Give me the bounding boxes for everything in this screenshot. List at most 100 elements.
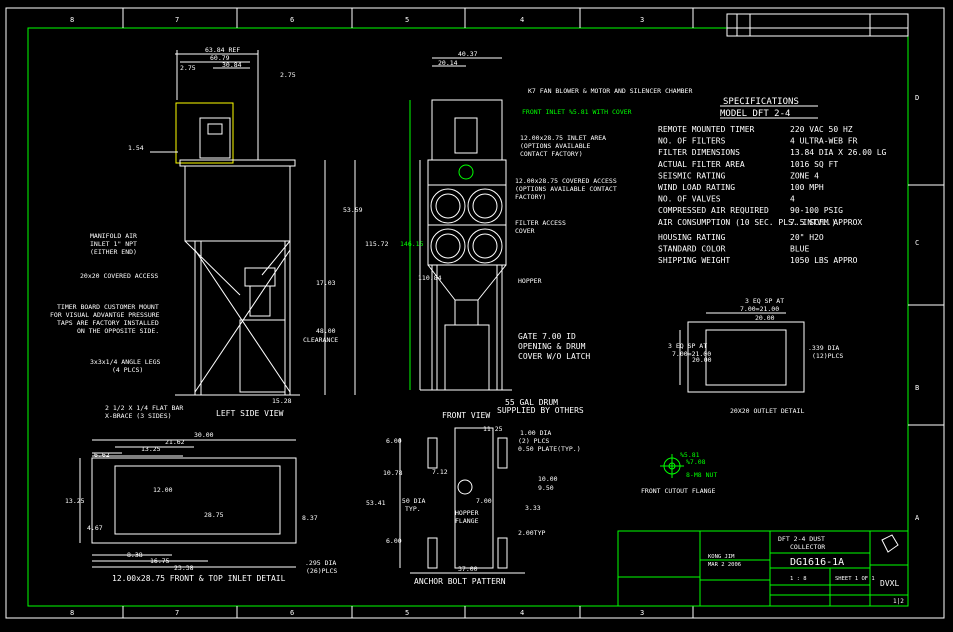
dim-label: 7.00=21.00 — [740, 305, 779, 313]
front-view-notes: K7 FAN BLOWER & MOTOR AND SILENCER CHAMB… — [515, 87, 692, 285]
zone-label: 8 — [70, 609, 74, 617]
zone-ticks — [122, 8, 944, 618]
dim-label: 3 EQ SP AT — [668, 342, 707, 350]
note-text: TIMER BOARD CUSTOMER MOUNT — [57, 303, 159, 311]
left-view-dims: 63.84 REF 60.79 30.84 2.75 2.75 1.54 53.… — [128, 46, 389, 405]
dim-label: CLEARANCE — [303, 336, 338, 344]
dim-label: 20.14 — [438, 59, 458, 67]
spec-row-label: SHIPPING WEIGHT — [658, 256, 730, 265]
cutout-flange-labels: %5.81 %7.08 8-M8 NUT FRONT CUTOUT FLANGE — [641, 451, 717, 495]
dim-label: (12)PLCS — [812, 352, 843, 360]
spec-row-label: COMPRESSED AIR REQUIRED — [658, 206, 769, 215]
dim-label: 28.75 — [204, 511, 224, 519]
dim-label: .50 DIA — [398, 497, 425, 505]
spec-row-value: 4 — [790, 195, 795, 204]
dim-label: 20.00 — [692, 356, 712, 364]
note-text: FOR VISUAL ADVANTGE PRESSURE — [50, 311, 160, 319]
outer-border — [5, 7, 945, 619]
dim-label: 8.38 — [127, 551, 143, 559]
view-title-cutout: FRONT CUTOUT FLANGE — [641, 487, 715, 495]
note-text: INLET 1" NPT — [90, 240, 137, 248]
zone-label: D — [915, 94, 919, 102]
note-text: 12.00x28.75 COVERED ACCESS — [515, 177, 617, 185]
dim-label: 8-M8 NUT — [686, 471, 717, 479]
zone-label: 6 — [290, 609, 294, 617]
dim-label: 15.28 — [272, 397, 292, 405]
dim-label: 1.54 — [128, 144, 144, 152]
view-title-front: FRONT VIEW — [442, 411, 490, 420]
spec-row-value: 220 VAC 50 HZ — [790, 125, 853, 134]
dim-label: FLANGE — [455, 517, 479, 525]
note-text: (OPTIONS AVAILABLE CONTACT — [515, 185, 617, 193]
front-view-gate-notes: GATE 7.00 ID OPENING & DRUM COVER W/O LA… — [497, 332, 590, 415]
spec-row-value: BLUE — [790, 244, 809, 253]
note-text: SUPPLIED BY OTHERS — [497, 406, 584, 415]
note-text: (4 PLCS) — [112, 366, 143, 374]
outlet-detail-labels: 3 EQ SP AT 7.00=21.00 20.00 3 EQ SP AT 7… — [668, 297, 843, 364]
note-text: 12.00x28.75 INLET AREA — [520, 134, 606, 142]
spec-row-label: NO. OF VALVES — [658, 195, 721, 204]
dim-label: 146.15 — [400, 240, 424, 248]
drawn-by: KONG JIM — [708, 554, 735, 560]
dim-label: 6.00 — [386, 537, 402, 545]
spec-row-label: NO. OF FILTERS — [658, 137, 726, 146]
title-block — [617, 530, 909, 607]
zone-label: C — [915, 239, 919, 247]
dim-label: 60.79 — [210, 54, 230, 62]
zone-label: 4 — [520, 16, 524, 24]
zone-label: 7 — [175, 16, 179, 24]
spec-row-value: 1016 SQ FT — [790, 160, 838, 169]
dim-label: 110.84 — [418, 274, 442, 282]
spec-row-value: ZONE 4 — [790, 171, 819, 180]
spec-row-value: 90-100 PSIG — [790, 206, 843, 215]
note-text: 3x3x1/4 ANGLE LEGS — [90, 358, 161, 366]
spec-title: SPECIFICATIONS — [723, 97, 799, 107]
spec-row-label: HOUSING RATING — [658, 233, 726, 242]
note-text: 20x20 COVERED ACCESS — [80, 272, 158, 280]
sheet-value: SHEET 1 OF 1 — [835, 576, 875, 582]
note-text: FILTER ACCESS — [515, 219, 566, 227]
dim-label: 6.00 — [386, 437, 402, 445]
dim-label: 53.59 — [343, 206, 363, 214]
dim-label: 37.00 — [458, 565, 478, 573]
dim-label: 48.00 — [316, 327, 336, 335]
front-view-dims: 40.37 20.14 146.15 110.84 — [400, 50, 478, 282]
spec-row-label: ACTUAL FILTER AREA — [658, 160, 745, 169]
dim-label: 2.75 — [180, 64, 196, 72]
dim-label: 2.00TYP — [518, 529, 545, 537]
note-text: 2 1/2 X 1/4 FLAT BAR — [105, 404, 183, 412]
view-title-outlet: 20X20 OUTLET DETAIL — [730, 407, 804, 415]
left-side-view — [150, 50, 356, 396]
note-text: K7 FAN BLOWER & MOTOR AND SILENCER CHAMB… — [528, 87, 692, 95]
zone-labels-top: 8 7 6 5 4 3 8 7 6 5 4 3 D C B A — [70, 16, 920, 617]
zone-label: 3 — [640, 609, 644, 617]
view-title-inlet: 12.00x28.75 FRONT & TOP INLET DETAIL — [112, 574, 286, 583]
title-desc-2: COLLECTOR — [790, 543, 825, 551]
spec-row-label: STANDARD COLOR — [658, 244, 726, 253]
spec-row-label: SEISMIC RATING — [658, 171, 726, 180]
dim-label: 16.75 — [150, 557, 170, 565]
dim-label: TYP. — [405, 505, 421, 513]
dim-label: (2) PLCS — [518, 437, 549, 445]
dim-label: .295 DIA — [305, 559, 336, 567]
note-text: OPENING & DRUM — [518, 342, 586, 351]
dim-label: 13.25 — [141, 445, 161, 453]
zone-label: 6 — [290, 16, 294, 24]
note-text: ON THE OPPOSITE SIDE. — [77, 327, 159, 335]
spec-row-value: 4 ULTRA-WEB FR — [790, 137, 858, 146]
spec-row-label: AIR CONSUMPTION (10 SEC. PLS. INTVL.) — [658, 218, 836, 227]
dim-label: 53.41 — [366, 499, 386, 507]
zone-label: 5 — [405, 16, 409, 24]
drawn-date: MAR 2 2006 — [708, 562, 741, 568]
note-text: HOPPER — [518, 277, 542, 285]
dim-label: HOPPER — [455, 509, 479, 517]
note-text: FACTORY) — [515, 193, 546, 201]
cutout-flange — [660, 454, 684, 478]
note-text: (EITHER END) — [90, 248, 137, 256]
title-block-text: DFT 2-4 DUST COLLECTOR DG1616-1A KONG JI… — [708, 535, 904, 605]
dim-label: %5.81 — [680, 451, 700, 459]
note-text: COVER W/O LATCH — [518, 352, 590, 361]
